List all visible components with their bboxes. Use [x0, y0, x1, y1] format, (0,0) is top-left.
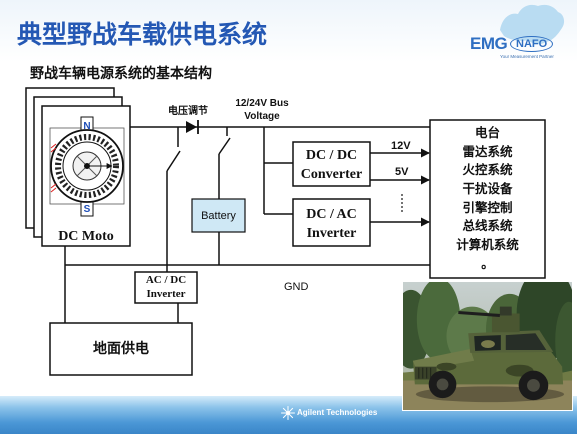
battery-label: Battery	[201, 210, 236, 222]
dcdc-label-line2: Converter	[300, 167, 363, 182]
gun-turret	[458, 306, 520, 333]
gnd-label: GND	[284, 281, 309, 293]
logo-tagline: Your Measurement Partner	[500, 55, 554, 60]
diode-icon	[186, 120, 199, 134]
motor-pole-north: N	[83, 121, 90, 132]
switch-battery-icon	[218, 127, 231, 199]
slide-title: 典型野战车载供电系统	[17, 20, 268, 49]
voltage-regulator-label: 电压调节	[168, 106, 208, 117]
motor-label: DC Moto	[58, 229, 114, 244]
acdc-label-line1: AC / DC	[145, 274, 187, 286]
motor-pole-south: S	[84, 204, 91, 215]
humvee-vehicle	[412, 306, 565, 403]
dcdc-label-line1: DC / DC	[305, 148, 358, 163]
china-map-icon	[500, 4, 565, 45]
slide-subtitle: 野战车辆电源系统的基本结构	[30, 66, 212, 82]
dcac-label-line2: Inverter	[306, 226, 357, 241]
output-12v-label: 12V	[391, 140, 411, 152]
dcac-label-line1: DC / AC	[306, 207, 357, 222]
vertical-ellipsis-icon	[401, 194, 403, 212]
switch-ground-power-icon	[166, 127, 181, 272]
list-item: 。	[481, 255, 494, 271]
output-5v-label: 5V	[395, 166, 409, 178]
dcac-inverter-label: DC / AC Inverter	[293, 205, 370, 243]
dc-motor-icon: N S	[49, 116, 125, 217]
bus-voltage-label-line2: Voltage	[244, 111, 280, 122]
ground-power-box	[49, 322, 193, 376]
footer-company-name: Agilent Technologies	[297, 408, 378, 417]
bus-voltage-label-line1: 12/24V Bus	[235, 98, 289, 109]
list-item: 干扰设备	[462, 181, 513, 197]
agilent-spark-icon	[281, 406, 295, 420]
list-item: 火控系统	[462, 162, 513, 178]
dcdc-converter-box	[292, 141, 371, 187]
acdc-label-line2: Inverter	[146, 287, 186, 300]
loads-box	[429, 119, 546, 279]
bus-voltage-label: 12/24V Bus Voltage	[226, 97, 298, 123]
loads-list: 电台 雷达系统 火控系统 干扰设备 引擎控制 总线系统 计算机系统 。	[430, 124, 545, 274]
ground-power-label: 地面供电	[93, 341, 149, 357]
dcdc-converter-label: DC / DC Converter	[293, 146, 370, 184]
list-item: 计算机系统	[456, 237, 519, 253]
battery-box	[191, 198, 246, 233]
list-item: 引擎控制	[462, 199, 513, 215]
acdc-inverter-box	[134, 271, 198, 304]
list-item: 雷达系统	[462, 143, 513, 159]
list-item: 电台	[474, 125, 500, 140]
dcac-inverter-box	[292, 198, 371, 247]
logo-emg-text: EMG	[470, 34, 508, 53]
humvee-photo	[402, 281, 573, 411]
logo-nafo-text: NAFO	[510, 36, 554, 52]
acdc-inverter-label: AC / DC Inverter	[135, 274, 197, 301]
list-item: 总线系统	[462, 218, 513, 234]
